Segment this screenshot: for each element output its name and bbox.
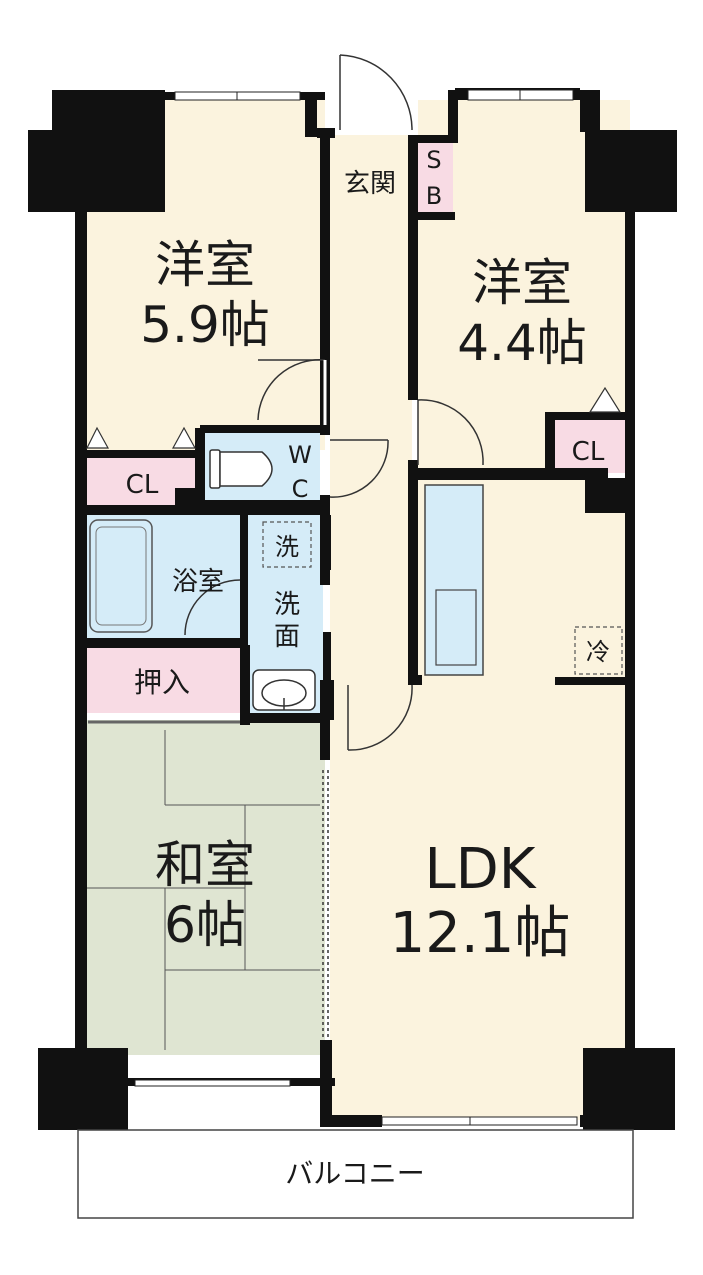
- fridge-label: 冷: [586, 638, 610, 666]
- closet-2-label: CL: [572, 437, 605, 467]
- fridge-space: [574, 626, 623, 675]
- toilet-icon: [209, 449, 273, 489]
- western-room-1-name: 洋室: [155, 236, 255, 294]
- washer-space: [262, 521, 312, 568]
- doors: [184, 54, 484, 1040]
- closet-markers: [86, 386, 622, 449]
- shoe-box-label-s: S: [426, 146, 441, 174]
- wc-label-c: C: [292, 475, 309, 503]
- balcony-outline: [77, 1129, 634, 1219]
- western-room-1-size: 5.9帖: [140, 296, 270, 354]
- shoe-box-label-b: B: [426, 182, 442, 210]
- wc-label-w: W: [288, 441, 312, 469]
- entrance-label: 玄関: [344, 169, 396, 199]
- ldk-size: 12.1帖: [390, 901, 571, 966]
- washbasin-icon: [252, 669, 316, 711]
- washer-label: 洗: [275, 533, 299, 561]
- storage-floor: [85, 648, 240, 713]
- entrance-floor: [330, 135, 412, 225]
- tatami-lines: [85, 730, 320, 1050]
- balcony-label: バルコニー: [285, 1157, 424, 1190]
- shoe-box-floor: [415, 135, 453, 215]
- storage-label: 押入: [134, 666, 190, 699]
- western-room-2-size: 4.4帖: [457, 314, 587, 372]
- sink: [435, 589, 477, 666]
- bathtub: [89, 519, 153, 633]
- bath-label: 浴室: [172, 567, 224, 597]
- japanese-room-size: 6帖: [164, 896, 246, 954]
- ldk-name: LDK: [424, 837, 536, 902]
- washroom-label-2: 面: [274, 622, 300, 652]
- windows: [134, 89, 578, 1126]
- western-room-2-name: 洋室: [472, 254, 572, 312]
- bathtub-inner: [95, 526, 147, 626]
- closet-1-label: CL: [126, 470, 159, 500]
- japanese-room-name: 和室: [155, 836, 255, 894]
- washroom-label-1: 洗: [274, 590, 300, 620]
- closet-2-floor: [552, 418, 627, 473]
